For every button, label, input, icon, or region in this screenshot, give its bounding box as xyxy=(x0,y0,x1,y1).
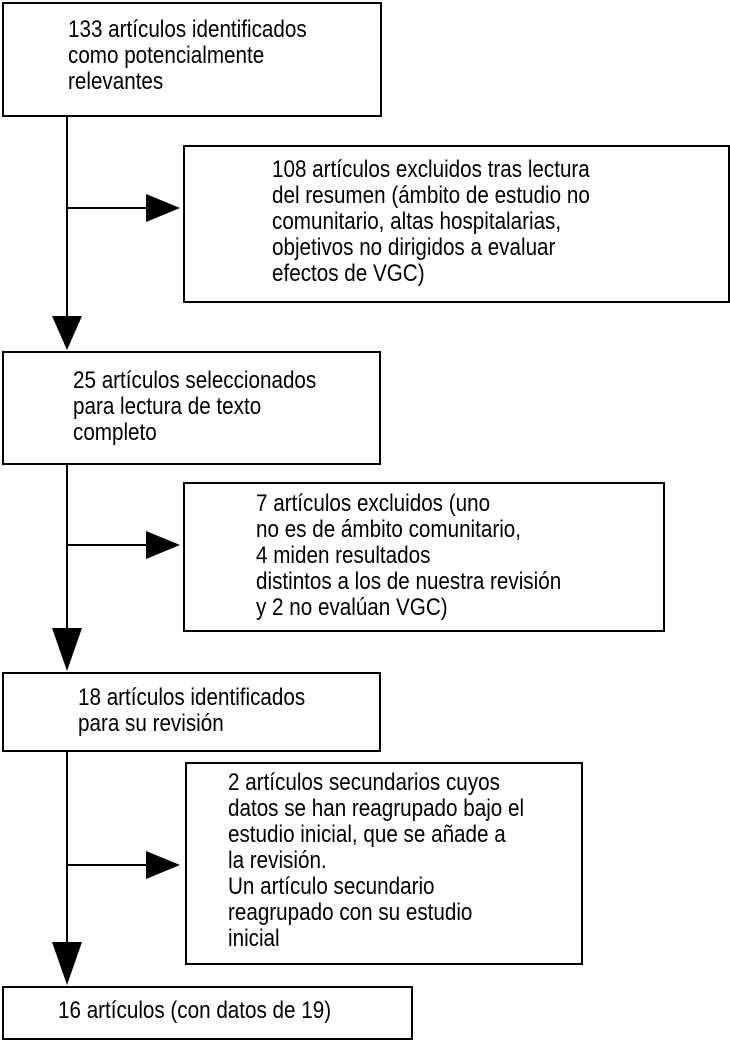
fulltext-exclusion-text: 7 artículos excluidos (uno no es de ámbi… xyxy=(256,490,562,621)
abstract-exclusion-text: 108 artículos excluidos tras lectura del… xyxy=(272,156,590,287)
selected-text: 25 artículos seleccionados para lectura … xyxy=(73,367,317,446)
selected-box xyxy=(2,351,381,465)
side-flow-arrowhead-3 xyxy=(146,851,180,879)
side-flow-arrowhead-2 xyxy=(146,531,180,559)
identified-text: 133 artículos identificados como potenci… xyxy=(68,16,307,95)
for-review-text: 18 artículos identificados para su revis… xyxy=(78,684,306,737)
abstract-exclusion-box xyxy=(183,145,730,303)
side-flow-arrowhead-1 xyxy=(146,194,180,222)
main-flow-arrowhead-2 xyxy=(52,628,82,671)
final-box xyxy=(2,986,413,1040)
final-text: 16 artículos (con datos de 19) xyxy=(58,997,332,1024)
main-flow-arrowhead-1 xyxy=(52,316,82,350)
secondary-exclusion-text: 2 artículos secundarios cuyos datos se h… xyxy=(228,769,525,952)
for-review-box xyxy=(2,672,381,752)
identified-box xyxy=(2,2,382,117)
secondary-exclusion-box xyxy=(185,762,583,965)
main-flow-arrowhead-3 xyxy=(52,942,82,985)
fulltext-exclusion-box xyxy=(183,482,665,632)
